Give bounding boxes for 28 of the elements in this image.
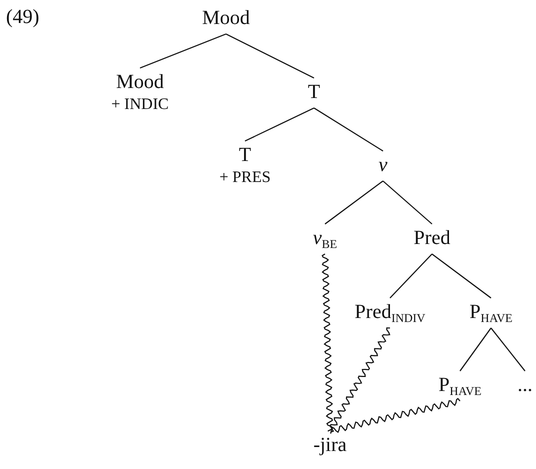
branch-line [140, 33, 226, 69]
node-label: P$_{HAVE}$ [438, 373, 482, 397]
branch-line [460, 328, 492, 372]
example-number: (49) [6, 6, 40, 29]
branch-line [244, 108, 314, 142]
node-label: -jira [313, 433, 347, 457]
node-label: Mood [202, 6, 250, 30]
feature-label: + PRES [219, 168, 271, 188]
node-label: Pred$_{INDIV}$ [354, 300, 426, 324]
branch-line [314, 108, 384, 152]
node-label: ... [518, 373, 532, 397]
branch-line [432, 254, 492, 298]
branch-line [382, 180, 432, 224]
branch-line [390, 254, 432, 298]
node-label: v [378, 153, 388, 177]
wavy-line [329, 327, 390, 432]
branch-line [324, 180, 384, 224]
node-label: Mood [115, 70, 165, 94]
wavy-line [322, 254, 334, 432]
node-label: T [238, 143, 252, 167]
node-label: v$_{BE}$ [312, 226, 338, 250]
branch-line [226, 34, 314, 78]
node-label: Pred [414, 226, 450, 250]
wavy-line [330, 398, 460, 434]
branch-line [490, 328, 526, 372]
node-label: T [308, 80, 320, 104]
node-label: P$_{HAVE}$ [470, 300, 512, 324]
feature-label: + INDIC [111, 95, 169, 115]
